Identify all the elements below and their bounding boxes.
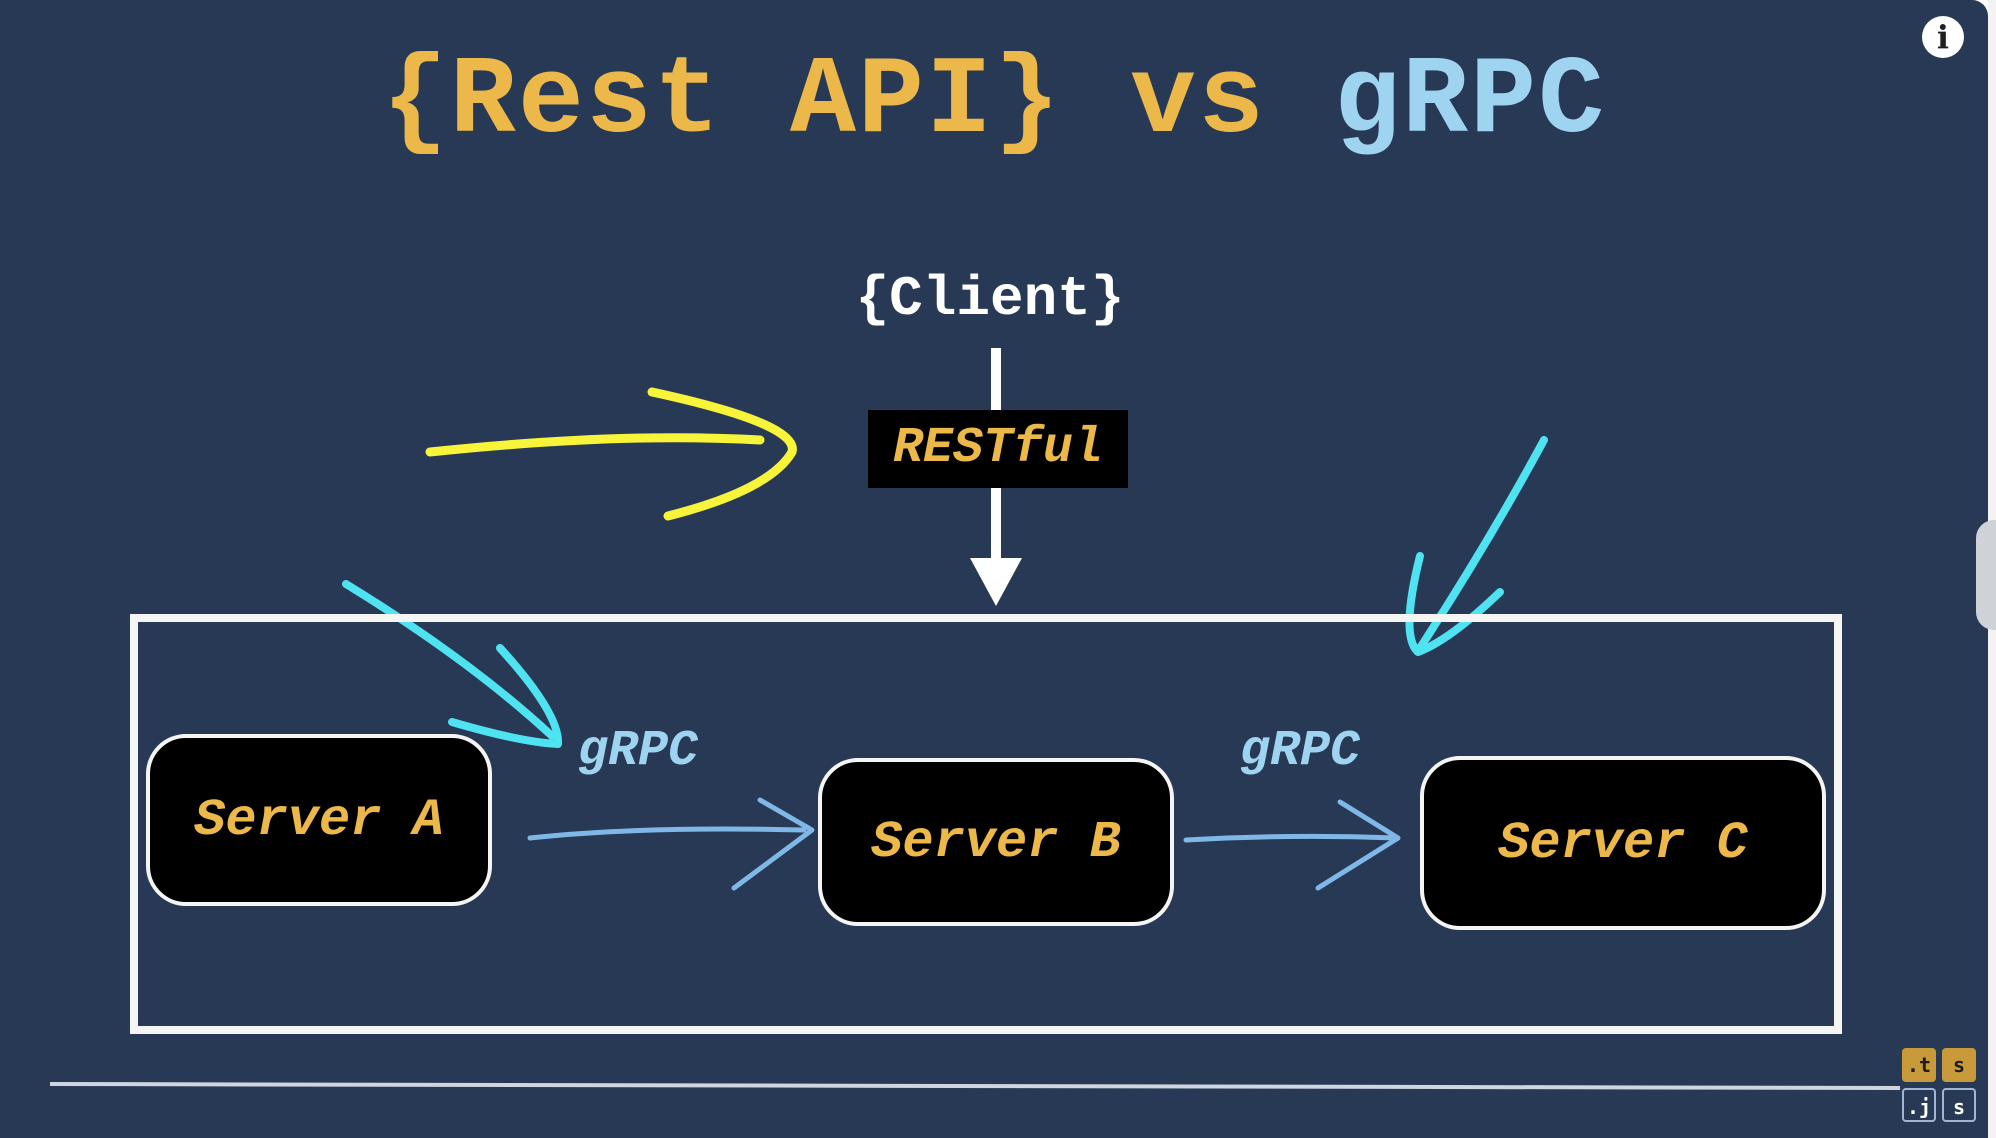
js-badge-left: .j xyxy=(1902,1088,1936,1122)
ts-badge-right: s xyxy=(1942,1048,1976,1082)
yellow-annotation-arrowhead xyxy=(647,387,797,521)
arrow-a-to-b-head xyxy=(731,797,815,891)
side-panel-handle[interactable] xyxy=(1976,520,1996,630)
slide-title: {Rest API} vs gRPC xyxy=(0,38,1988,168)
title-rest-api: {Rest API} xyxy=(381,40,1062,165)
info-icon[interactable]: i xyxy=(1922,16,1964,58)
client-arrowhead xyxy=(970,558,1022,606)
server-a-node: Server A xyxy=(146,734,492,906)
client-label: {Client} xyxy=(855,267,1125,331)
grpc-edge-label-a-b: gRPC xyxy=(578,723,699,780)
arrow-a-to-b xyxy=(527,826,807,841)
arrow-b-to-c-head xyxy=(1315,799,1401,891)
title-grpc: gRPC xyxy=(1334,40,1607,165)
ts-badge-left: .t xyxy=(1902,1048,1936,1082)
cyan-annotation-left-head xyxy=(448,644,563,748)
title-vs: vs xyxy=(1130,40,1267,165)
arrow-b-to-c xyxy=(1183,833,1399,843)
server-group-box xyxy=(130,614,1842,1034)
yellow-annotation-arrow xyxy=(425,433,765,457)
bottom-divider xyxy=(49,1082,1901,1090)
restful-label: RESTful xyxy=(868,410,1128,488)
server-b-node: Server B xyxy=(818,758,1174,926)
cyan-annotation-left xyxy=(342,580,556,740)
js-badge-right: s xyxy=(1942,1088,1976,1122)
grpc-edge-label-b-c: gRPC xyxy=(1240,723,1361,780)
server-c-node: Server C xyxy=(1420,756,1826,930)
